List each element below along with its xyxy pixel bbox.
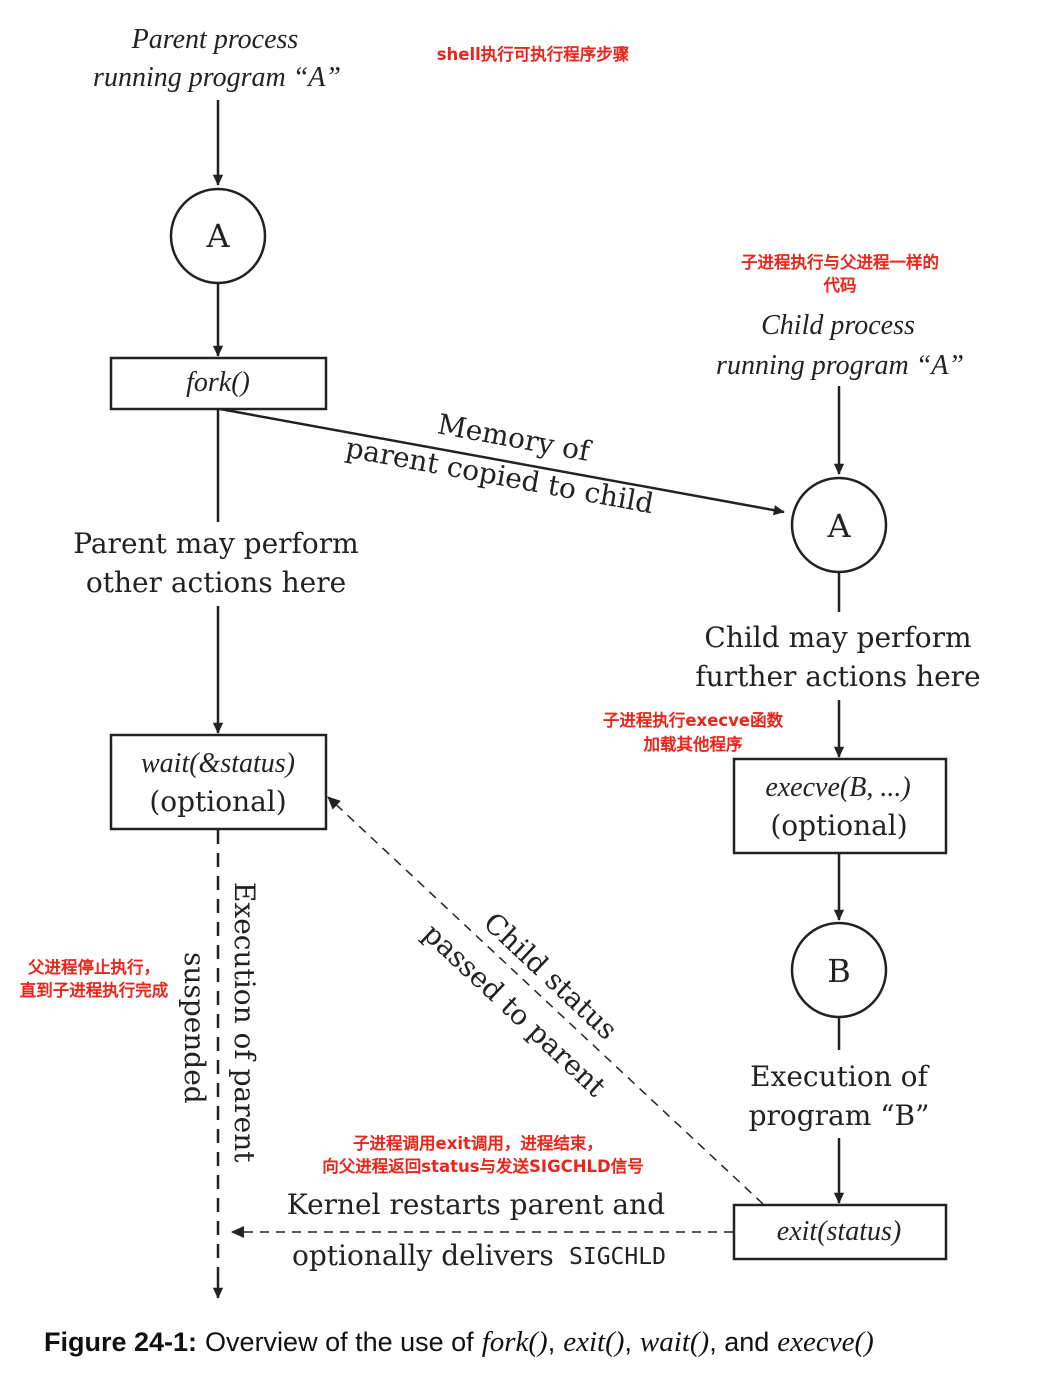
caption-sep2: , xyxy=(624,1327,632,1357)
fork-label: fork() xyxy=(186,367,250,398)
exit-label: exit(status) xyxy=(777,1216,901,1247)
note-child-same-line2: 代码 xyxy=(823,276,857,295)
child-actions-line2: further actions here xyxy=(695,660,980,693)
fork-box xyxy=(109,356,328,411)
caption-fn-wait: wait() xyxy=(640,1326,709,1358)
note-child-same-line1: 子进程执行与父进程一样的 xyxy=(741,252,939,272)
child-circle-a-label: A xyxy=(826,507,851,545)
suspended-label-line2: suspended xyxy=(178,952,211,1104)
execution-b-line2: program “B” xyxy=(749,1099,930,1132)
parent-label-line1: Parent process xyxy=(131,24,299,55)
note-parent-stop-line2: 直到子进程执行完成 xyxy=(20,980,169,1000)
kernel-label-line1: Kernel restarts parent and xyxy=(287,1188,665,1221)
caption-fn-execve: execve() xyxy=(777,1326,874,1358)
child-status-dashed-arrow xyxy=(327,796,764,1205)
fork-to-child-arrow xyxy=(219,407,785,516)
note-execve-line2: 加载其他程序 xyxy=(643,734,744,754)
sigchld-label: SIGCHLD xyxy=(569,1244,666,1270)
kernel-label-line2: optionally delivers xyxy=(292,1239,554,1272)
execve-optional-label: (optional) xyxy=(770,809,907,842)
exit-box xyxy=(732,1203,948,1261)
note-exit-line2: 向父进程返回status与发送SIGCHLD信号 xyxy=(322,1156,644,1176)
caption-sep1: , xyxy=(548,1327,556,1357)
execution-b-line1: Execution of xyxy=(750,1060,930,1093)
parent-circle-a-label: A xyxy=(205,217,230,255)
caption-text: Overview of the use of xyxy=(205,1327,474,1357)
execve-label: execve(B, ...) xyxy=(765,772,910,803)
child-actions-line1: Child may perform xyxy=(704,621,971,654)
child-label-line1: Child process xyxy=(761,310,915,341)
note-execve-line1: 子进程执行execve函数 xyxy=(603,710,784,730)
wait-optional-label: (optional) xyxy=(149,785,286,818)
caption-sep3: , and xyxy=(709,1327,769,1357)
parent-actions-line1: Parent may perform xyxy=(73,527,358,560)
caption-fn-exit: exit() xyxy=(563,1326,624,1358)
wait-box xyxy=(109,733,328,831)
parent-label-line2: running program “A” xyxy=(93,62,341,93)
child-label-line2: running program “A” xyxy=(716,350,964,381)
caption-fn-fork: fork() xyxy=(482,1326,548,1358)
figure-caption: Figure 24-1: Overview of the use of fork()… xyxy=(44,1326,874,1358)
wait-label: wait(&status) xyxy=(141,748,295,779)
note-shell: shell执行可执行程序步骤 xyxy=(437,44,630,64)
child-circle-b-label: B xyxy=(827,952,851,990)
note-parent-stop-line1: 父进程停止执行， xyxy=(27,957,160,977)
suspended-label-line1: Execution of parent xyxy=(228,882,261,1163)
execve-box xyxy=(732,757,948,855)
note-exit-line1: 子进程调用exit调用，进程结束， xyxy=(353,1133,603,1153)
parent-actions-line2: other actions here xyxy=(86,566,346,599)
caption-figure: Figure 24-1: xyxy=(44,1327,197,1357)
